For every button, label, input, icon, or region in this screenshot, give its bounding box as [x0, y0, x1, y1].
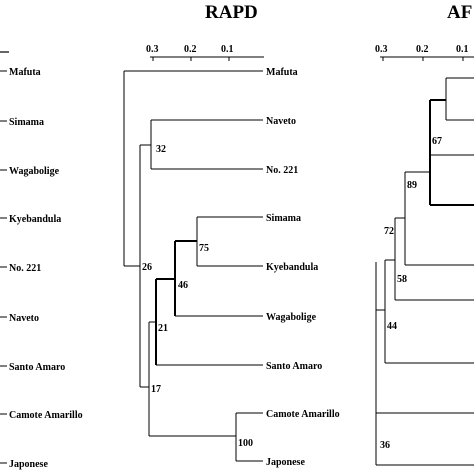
- left-panel: Mafuta Simama Wagabolige Kyebandula No. …: [0, 51, 83, 470]
- left-leaf-ticks: [0, 70, 7, 464]
- rapd-taxon-label: Japonese: [266, 457, 305, 468]
- left-taxon-label: Santo Amaro: [9, 362, 65, 373]
- rapd-taxon-label: Simama: [266, 213, 301, 224]
- afl-bootstrap-label: 36: [380, 440, 390, 451]
- afl-panel: AF 0.3 0.2 0.1: [375, 2, 474, 466]
- afl-bootstrap-label: 44: [387, 321, 397, 332]
- rapd-bootstrap-label: 21: [158, 323, 168, 334]
- rapd-bootstrap-label: 46: [178, 280, 188, 291]
- rapd-taxon-label: Santo Amaro: [266, 361, 322, 372]
- afl-scale-label: 0.2: [416, 44, 429, 55]
- afl-bootstrap-label: 89: [407, 180, 417, 191]
- left-taxon-label: Simama: [9, 117, 44, 128]
- afl-bootstrap-label: 72: [384, 226, 394, 237]
- rapd-bootstrap-label: 75: [199, 243, 209, 254]
- rapd-bootstrap-label: 100: [238, 438, 253, 449]
- rapd-scale: 0.3 0.2 0.1: [146, 44, 264, 61]
- left-taxon-label: Wagabolige: [9, 166, 60, 177]
- rapd-scale-label: 0.1: [221, 44, 234, 55]
- afl-branches: [375, 77, 474, 466]
- afl-scale-label: 0.1: [456, 44, 469, 55]
- rapd-taxon-label: Kyebandula: [266, 262, 318, 273]
- rapd-taxon-label: No. 221: [266, 165, 298, 176]
- afl-title: AF: [447, 2, 472, 23]
- rapd-taxon-label: Mafuta: [266, 67, 298, 78]
- rapd-taxon-label: Camote Amarillo: [266, 409, 340, 420]
- rapd-panel: RAPD 0.3 0.2 0.1: [123, 2, 340, 468]
- rapd-bootstrap-label: 32: [156, 144, 166, 155]
- left-taxon-label: Camote Amarillo: [9, 410, 83, 421]
- afl-scale-label: 0.3: [375, 44, 388, 55]
- rapd-scale-label: 0.2: [184, 44, 197, 55]
- rapd-taxon-label: Wagabolige: [266, 312, 317, 323]
- left-taxon-label: Naveto: [9, 313, 39, 324]
- left-taxon-label: Mafuta: [9, 67, 41, 78]
- rapd-title: RAPD: [205, 2, 258, 23]
- left-taxon-label: Kyebandula: [9, 214, 61, 225]
- left-taxon-label: Japonese: [9, 459, 48, 470]
- rapd-bootstrap-label: 17: [151, 384, 161, 395]
- rapd-scale-label: 0.3: [146, 44, 159, 55]
- afl-scale: 0.3 0.2 0.1: [375, 44, 474, 61]
- rapd-branches: [123, 70, 263, 462]
- afl-bootstrap-label: 67: [432, 136, 442, 147]
- left-taxon-label: No. 221: [9, 263, 41, 274]
- afl-bootstrap-label: 58: [397, 274, 407, 285]
- rapd-bootstrap-label: 26: [142, 262, 152, 273]
- rapd-taxon-label: Naveto: [266, 116, 296, 127]
